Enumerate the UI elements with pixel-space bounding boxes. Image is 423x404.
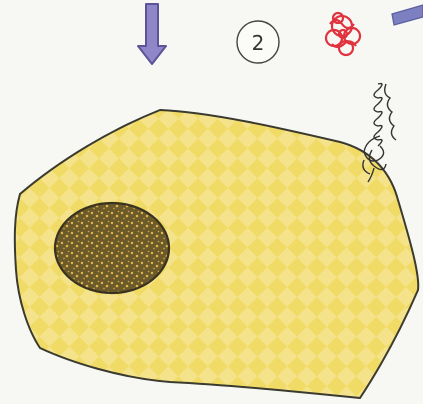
ligand-bar-icon [392, 5, 423, 25]
protein-blob-icon [326, 13, 360, 55]
step-number: 2 [252, 31, 265, 55]
down-arrow-icon [138, 4, 166, 64]
nucleus [55, 203, 169, 293]
step-number-badge: 2 [237, 21, 279, 63]
